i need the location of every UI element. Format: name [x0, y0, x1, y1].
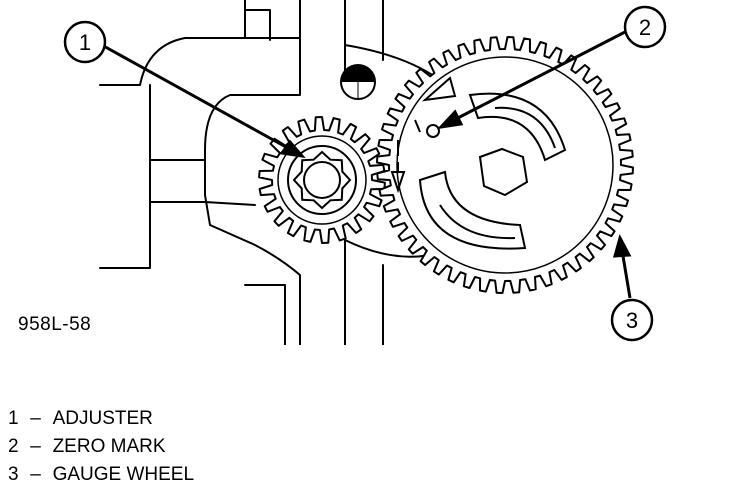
callout-3: 3 — [610, 298, 654, 342]
lower-slot — [418, 170, 527, 250]
gauge-wheel — [376, 36, 634, 294]
leader-1 — [99, 42, 296, 154]
leader-2 — [449, 30, 626, 124]
rotation-arrows — [390, 76, 457, 194]
bracket-block — [244, 9, 271, 41]
leader-1-arrowhead — [279, 139, 306, 159]
star-socket-outline — [292, 150, 352, 210]
housing-outline — [99, 37, 301, 345]
leader-lines — [99, 30, 632, 299]
legend-number: 1 — [8, 408, 19, 429]
callout-1: 1 — [63, 20, 107, 64]
adjuster-hub — [287, 145, 357, 215]
upper-slot — [468, 92, 567, 162]
half-disc-marker — [340, 64, 376, 100]
adjuster-star-socket — [292, 150, 352, 210]
leader-3 — [620, 249, 632, 299]
lower-slot-inner — [439, 204, 516, 240]
casting-arc — [344, 239, 431, 258]
legend-number: 2 — [8, 436, 19, 457]
legend-item: 3–GAUGE WHEEL — [8, 461, 194, 489]
callout-number: 2 — [639, 15, 651, 40]
hex-nut — [478, 147, 529, 197]
legend-separator: – — [30, 408, 41, 429]
housing-left-edge — [99, 84, 151, 269]
legend-item: 2–ZERO MARK — [8, 433, 194, 461]
zero-mark — [426, 124, 440, 138]
rotation-arrow-upper — [421, 76, 457, 102]
leader-3-arrowhead — [612, 233, 632, 258]
housing-lower-line — [149, 201, 256, 206]
legend-separator: – — [30, 436, 41, 457]
callout-number: 1 — [79, 30, 91, 55]
adjuster-gear-rim — [277, 135, 367, 225]
callout-2: 2 — [623, 5, 667, 49]
tick-mark — [414, 119, 421, 133]
legend-number: 3 — [8, 464, 19, 485]
legend-separator: – — [30, 464, 41, 485]
legend-item: 1–ADJUSTER — [8, 405, 194, 433]
gear-teeth — [376, 36, 634, 294]
legend-label: GAUGE WHEEL — [52, 464, 195, 485]
bracket-block — [244, 284, 286, 345]
gauge-wheel-features — [418, 92, 567, 250]
upper-slot-inner — [494, 106, 556, 149]
callout-number: 3 — [626, 308, 638, 333]
leader-2-arrowhead — [436, 109, 464, 130]
adjuster-gear — [258, 116, 386, 244]
legend: 1–ADJUSTER 2–ZERO MARK 3–GAUGE WHEEL — [8, 405, 194, 489]
adjuster-diagram: 1 2 3 — [63, 0, 667, 345]
legend-label: ADJUSTER — [52, 408, 153, 429]
rotation-arrow-lower — [390, 162, 406, 194]
legend-label: ZERO MARK — [52, 436, 166, 457]
figure-id: 958L-58 — [18, 314, 92, 335]
